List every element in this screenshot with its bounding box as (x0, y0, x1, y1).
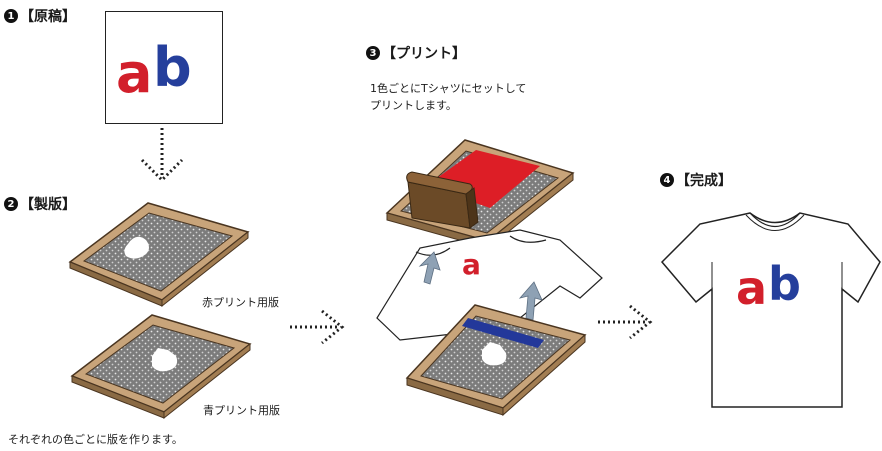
logo-letter-b: b (153, 36, 192, 99)
final-shirt-letter-a: a (736, 261, 767, 315)
step1-number: 1 (4, 9, 18, 23)
squeegee-icon (406, 171, 479, 229)
red-print-plate (68, 202, 250, 308)
lift-arrow-icon-left (418, 251, 441, 285)
right-arrow-icon-2 (598, 304, 653, 340)
final-tshirt: a b (660, 212, 881, 408)
blue-print-plate (70, 314, 252, 420)
step1-title: 1 【原稿】 (4, 6, 76, 26)
print-description-line2: プリントします。 (370, 99, 457, 112)
print-description-line1: 1色ごとにTシャツにセットして (370, 82, 527, 95)
step4-label: 【完成】 (676, 173, 732, 189)
blue-plate-label: 青プリント用版 (203, 404, 280, 417)
right-arrow-icon-1 (290, 309, 345, 345)
final-shirt-letter-b: b (768, 257, 801, 311)
step2-title: 2 【製版】 (4, 194, 76, 214)
print-plate-lower (405, 304, 587, 417)
print-plate-upper (385, 139, 575, 250)
down-arrow-icon (140, 128, 184, 183)
step3-title: 3 【プリント】 (366, 43, 466, 63)
original-artwork: a b (105, 11, 223, 124)
step1-label: 【原稿】 (20, 9, 76, 25)
blue-ink-strip (462, 318, 544, 348)
step4-title: 4 【完成】 (660, 170, 732, 190)
logo-letter-a: a (116, 42, 152, 105)
step3-label: 【プリント】 (382, 46, 466, 62)
step3-number: 3 (366, 46, 380, 60)
plate-caption: それぞれの色ごとに版を作ります。 (8, 433, 183, 446)
ab-logo: a b (116, 36, 192, 105)
lower-plate-stencil-b (482, 342, 507, 366)
lift-arrow-icon-right (518, 281, 543, 321)
blue-plate-stencil-b (152, 348, 178, 372)
red-plate-label: 赤プリント用版 (202, 296, 279, 309)
step2-number: 2 (4, 197, 18, 211)
print-shirt-letter-a: a (462, 248, 481, 281)
step2-label: 【製版】 (20, 197, 76, 213)
step4-number: 4 (660, 173, 674, 187)
red-plate-stencil-a (124, 236, 149, 259)
